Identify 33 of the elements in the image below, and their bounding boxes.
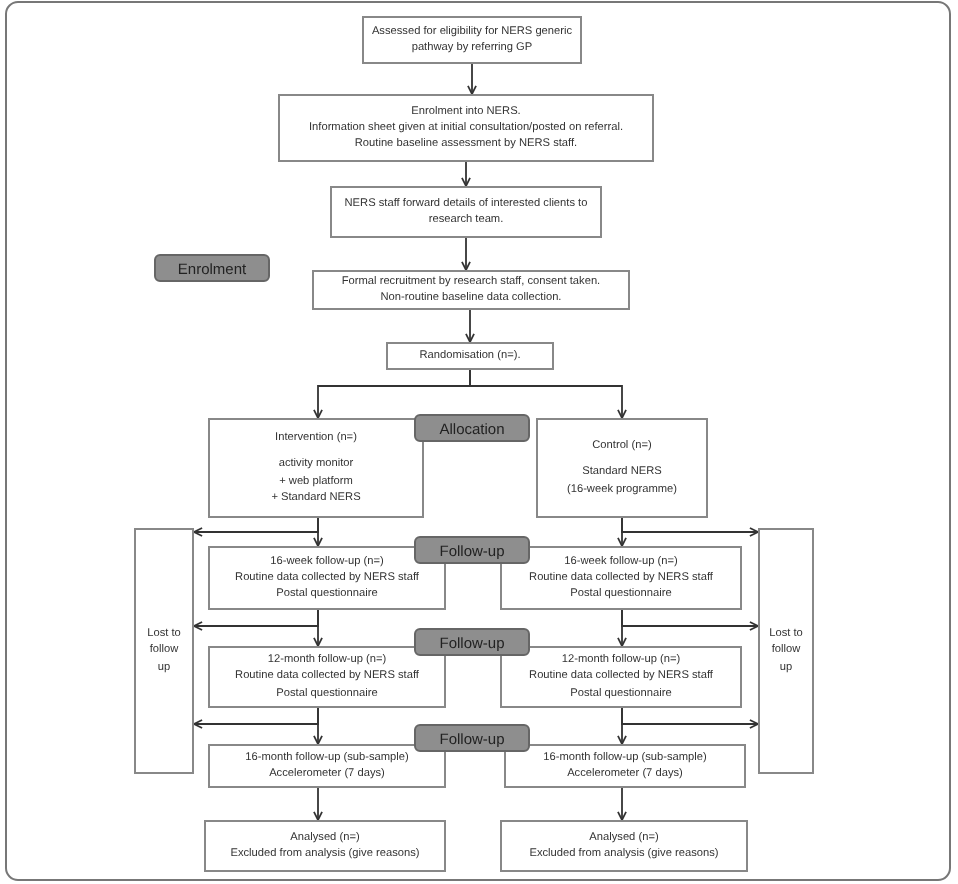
process-box	[362, 16, 582, 64]
process-box	[500, 546, 742, 610]
process-box	[312, 270, 630, 310]
stage-badge	[414, 724, 530, 752]
process-box	[208, 418, 424, 518]
process-box	[536, 418, 708, 518]
arrow	[193, 517, 319, 537]
side-box	[134, 528, 194, 774]
process-box	[500, 820, 748, 872]
side-box	[758, 528, 814, 774]
arrow	[617, 787, 627, 821]
process-box	[500, 646, 742, 708]
arrow	[621, 609, 759, 631]
arrow	[621, 707, 759, 729]
arrow	[193, 707, 319, 729]
stage-badge	[154, 254, 270, 282]
stage-badge	[414, 414, 530, 442]
process-box	[278, 94, 654, 162]
arrow	[465, 309, 475, 343]
stage-badge	[414, 628, 530, 656]
process-box	[208, 744, 446, 788]
arrow	[461, 237, 471, 271]
arrow	[621, 517, 759, 537]
process-box	[204, 820, 446, 872]
arrow	[467, 63, 477, 95]
arrow	[193, 609, 319, 631]
arrow	[461, 161, 471, 187]
arrow	[469, 369, 627, 419]
process-box	[386, 342, 554, 370]
process-box	[330, 186, 602, 238]
arrow	[313, 787, 323, 821]
process-box	[504, 744, 746, 788]
stage-badge	[414, 536, 530, 564]
